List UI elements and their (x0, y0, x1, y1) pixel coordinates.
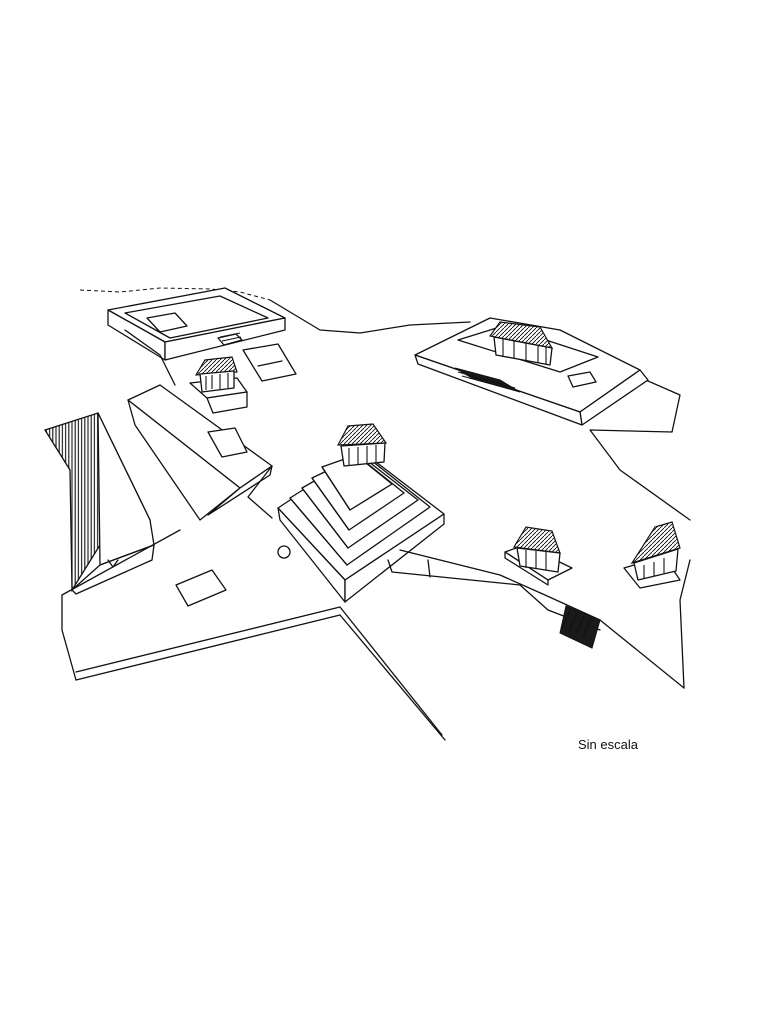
north-platform (107, 287, 286, 386)
southeast-temples (504, 521, 681, 589)
scale-note: Sin escala (578, 737, 638, 752)
terrain-outline (79, 287, 691, 689)
west-temple (194, 356, 238, 393)
central-pyramid (277, 423, 601, 649)
east-temple (488, 321, 554, 366)
west-long-building (44, 412, 155, 595)
main-plaza (61, 465, 446, 741)
